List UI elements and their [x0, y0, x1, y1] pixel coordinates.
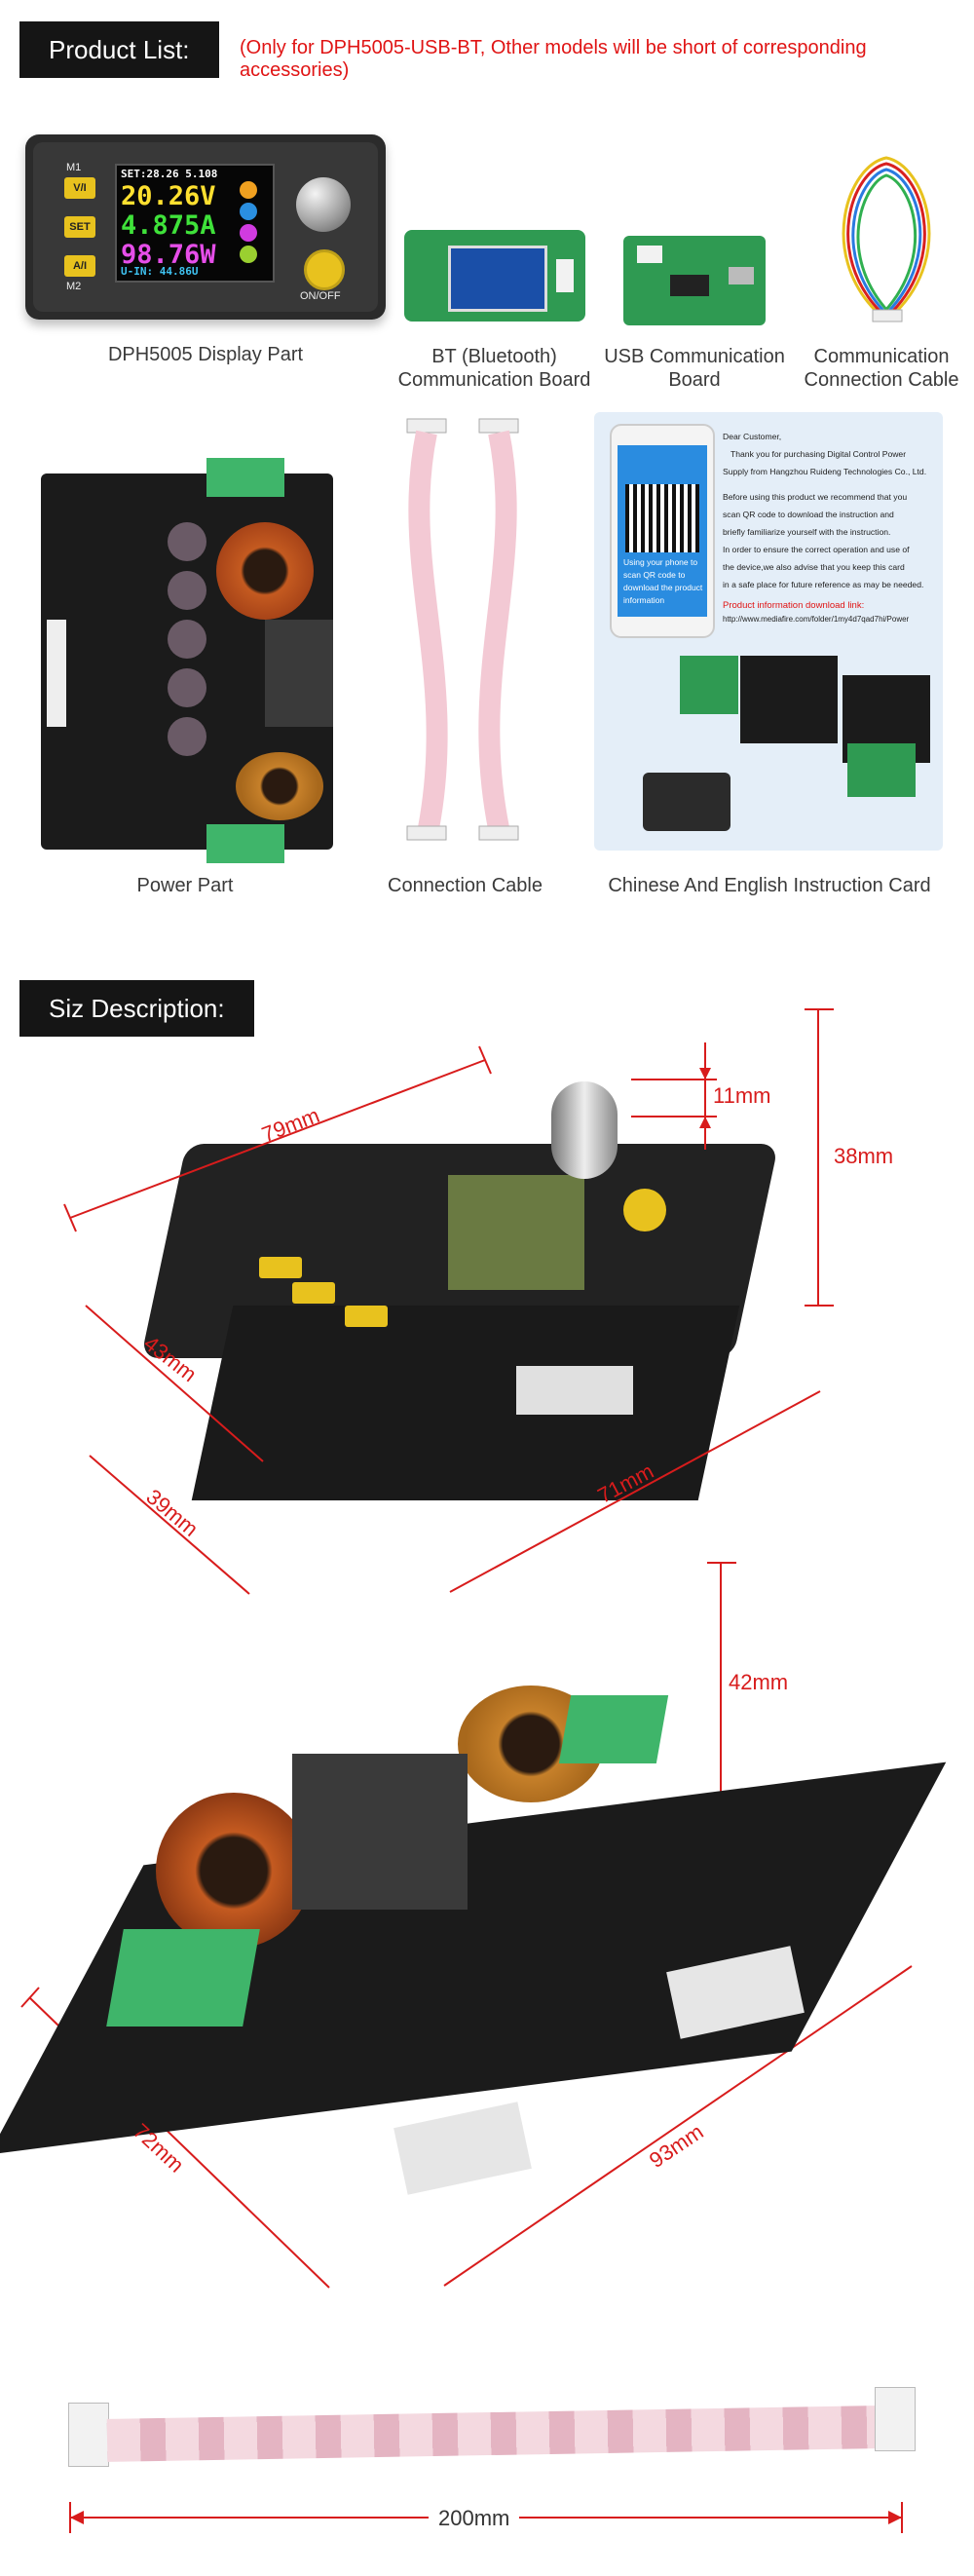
product-list-title: Product List: [19, 21, 219, 78]
size-description-title: Siz Description: [19, 980, 254, 1037]
status-icon [240, 224, 257, 242]
communication-cable-image [842, 156, 931, 322]
dim-knob-height: 11mm [713, 1083, 771, 1108]
card-line-2: Supply from Hangzhou Ruideng Technologie… [723, 467, 927, 476]
onoff-label: ON/OFF [300, 290, 341, 302]
card-link-label: Product information download link: [723, 600, 865, 611]
card-line-6: In order to ensure the correct operation… [723, 545, 910, 554]
phone-text: Using your phone to scan QR code to down… [623, 557, 703, 605]
card-greeting: Dear Customer, [723, 432, 782, 441]
lcd-power: 98.76W [121, 240, 216, 270]
ai-button: A/I [64, 255, 95, 277]
bt-board-image [404, 230, 585, 322]
instruction-card-image: Using your phone to scan QR code to down… [594, 412, 943, 851]
connection-cable-caption: Connection Cable [388, 875, 543, 896]
cable-connector-left [68, 2403, 109, 2467]
lock-icon [240, 181, 257, 199]
phone-image: Using your phone to scan QR code to down… [610, 424, 715, 638]
instruction-card-caption: Chinese And English Instruction Card [608, 875, 931, 896]
comm-cable-caption: Communication Connection Cable [804, 346, 959, 391]
vi-button: V/I [64, 177, 95, 199]
dim-display-height: 38mm [834, 1144, 894, 1168]
dim-power-height: 42mm [729, 1670, 789, 1694]
product-list-note: (Only for DPH5005-USB-BT, Other models w… [240, 37, 867, 81]
set-button: SET [64, 216, 95, 238]
card-link-url: http://www.mediafire.com/folder/1my4d7qa… [723, 615, 910, 624]
display-part-caption: DPH5005 Display Part [107, 344, 304, 365]
card-line-4: scan QR code to download the instruction… [723, 510, 894, 519]
cable-connector-right [875, 2387, 916, 2451]
card-line-1: Thank you for purchasing Digital Control… [730, 449, 907, 459]
usb-board-image [623, 236, 766, 325]
usb-board-caption: USB Communication Board [604, 346, 785, 391]
lcd-input: U-IN: 44.86U [121, 265, 199, 278]
m2-label: M2 [66, 281, 82, 292]
bt-board-caption: BT (Bluetooth) Communication Board [397, 346, 591, 391]
check-icon [240, 203, 257, 220]
lcd-screen: SET:28.26 5.108 20.26V 4.875A 98.76W U-I… [115, 164, 275, 283]
rotary-knob [296, 177, 351, 232]
smile-icon [240, 246, 257, 263]
connection-cable-image [406, 418, 519, 841]
m1-label: M1 [66, 162, 82, 173]
power-part-image [41, 458, 333, 863]
card-line-7: the device,we also advise that you keep … [723, 562, 905, 572]
power-part-caption: Power Part [136, 875, 234, 896]
card-line-3: Before using this product we recommend t… [723, 492, 908, 502]
dim-cable-length: 200mm [429, 2506, 520, 2531]
lcd-set-line: SET:28.26 5.108 [121, 168, 218, 180]
card-line-5: briefly familiarize yourself with the in… [723, 527, 891, 537]
knob-dim-image [551, 1081, 618, 1179]
lcd-voltage: 20.26V [121, 181, 216, 211]
card-line-8: in a safe place for future reference as … [723, 580, 924, 589]
display-part-image: M1 V/I SET A/I M2 SET:28.26 5.108 20.26V… [25, 134, 386, 320]
lcd-current: 4.875A [121, 210, 216, 241]
power-button-icon [304, 249, 345, 290]
